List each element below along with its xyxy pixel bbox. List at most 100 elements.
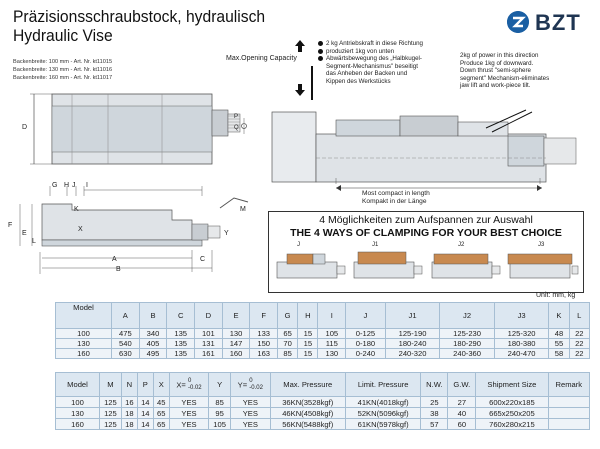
dim-p-label: P xyxy=(234,114,239,120)
dim-b-label: B xyxy=(116,266,121,273)
table-header-cell: Model xyxy=(55,302,112,329)
table-cell: 85 xyxy=(208,396,232,408)
table-cell: 150 xyxy=(249,338,279,349)
table-cell: 160 xyxy=(55,348,112,359)
table-header-cell: N.W. xyxy=(420,372,449,397)
table-cell xyxy=(547,407,591,419)
table-cell: 18 xyxy=(120,418,138,430)
table-header-cell: H xyxy=(297,302,319,329)
table-header-cell: Model xyxy=(55,372,100,397)
table-cell: 130 xyxy=(221,328,251,339)
notes-german: 2 kg Antriebskraft in diese Richtung pro… xyxy=(318,40,448,86)
jaw-width-list: Backenbreite: 100 mm - Art. Nr. kt11015 … xyxy=(13,58,143,82)
table-cell: 240-320 xyxy=(384,348,441,359)
max-opening-capacity-label: Max.Opening Capacity xyxy=(226,55,297,62)
clamp-j-drawing xyxy=(276,253,346,279)
dim-d-label: D xyxy=(22,124,28,131)
vise-section-drawing xyxy=(271,109,577,184)
clamping-title-english: THE 4 WAYS OF CLAMPING FOR YOUR BEST CHO… xyxy=(290,227,562,239)
table-header-cell: L xyxy=(568,302,591,329)
table-header-row: Model A B C D E F G H I J J1 J2 J3 K L xyxy=(55,302,591,329)
table-cell: 105 xyxy=(317,328,347,339)
table-header-cell: P xyxy=(136,372,154,397)
table-cell: 0-240 xyxy=(345,348,386,359)
table-cell: 115 xyxy=(317,338,347,349)
direction-arrows-icon xyxy=(295,40,305,96)
table-cell: 101 xyxy=(194,328,223,339)
jaw-width-160: Backenbreite: 160 mm - Art. Nr. kt11017 xyxy=(13,75,113,81)
table-header-cell: G xyxy=(277,302,299,329)
dim-g-label: G xyxy=(52,182,58,189)
table-header-row: Model M N P X X= 0 -0.02 Y Y= 0 -0.02 Ma… xyxy=(55,372,591,397)
table-cell: 14 xyxy=(136,407,154,419)
table-cell: 46KN(4508kgf) xyxy=(269,407,346,419)
table-cell: 14 xyxy=(136,418,154,430)
table-cell: 130 xyxy=(317,348,347,359)
clamp-j3-drawing xyxy=(507,253,579,279)
table-cell: 15 xyxy=(297,328,319,339)
table-header-cell: B xyxy=(138,302,168,329)
dim-q-label: Q xyxy=(234,125,239,131)
table-header-cell: J3 xyxy=(493,302,550,329)
table-cell: 61KN(5978kgf) xyxy=(344,418,422,430)
table-header-cell: Limit. Pressure xyxy=(344,372,422,397)
table-cell: 100 xyxy=(55,396,100,408)
note-en-2: Produce 1kg of downward. xyxy=(460,59,534,67)
clamp-j1-drawing xyxy=(353,251,423,279)
table-cell: 163 xyxy=(249,348,279,359)
table-cell: 58 xyxy=(548,348,570,359)
dim-l-label: L xyxy=(32,238,36,245)
table-header-cell: Y xyxy=(208,372,232,397)
dim-k-label: K xyxy=(74,206,79,213)
title-english: Hydraulic Vise xyxy=(13,26,113,45)
vise-side-view-drawing xyxy=(19,186,249,274)
table-cell: YES xyxy=(168,396,210,408)
compact-length-arrow xyxy=(336,185,542,191)
table-cell: 160 xyxy=(221,348,251,359)
table-header-cell: D xyxy=(194,302,223,329)
clamp-j2-drawing xyxy=(431,253,501,279)
table-cell: 600x220x185 xyxy=(475,396,549,408)
table-header-cell: M xyxy=(99,372,122,397)
table-header-cell: C xyxy=(166,302,196,329)
table-cell: 85 xyxy=(277,348,299,359)
dim-a-label: A xyxy=(112,256,117,263)
table-cell: 22 xyxy=(568,328,591,339)
note-de-4: Segment-Mechanismus" beseitigt xyxy=(326,62,418,70)
table-header-cell: G.W. xyxy=(447,372,477,397)
dim-i-label: I xyxy=(86,182,88,189)
clamp-label-j: J xyxy=(297,242,300,248)
notes-english: 2kg of power in this direction Produce 1… xyxy=(452,52,587,90)
table-cell: 56KN(5488kgf) xyxy=(269,418,346,430)
table-cell: 36KN(3528kgf) xyxy=(269,396,346,408)
table-cell xyxy=(547,418,591,430)
table-cell: 125-230 xyxy=(439,328,495,339)
table-cell: 18 xyxy=(120,407,138,419)
table-cell: 125 xyxy=(99,418,122,430)
table-cell: 65 xyxy=(152,418,170,430)
table-cell: 0-180 xyxy=(345,338,386,349)
table-cell: 161 xyxy=(194,348,223,359)
note-de-6: Kippen des Werkstücks xyxy=(326,77,391,85)
table-cell: 495 xyxy=(138,348,168,359)
dim-f-label: F xyxy=(8,222,13,229)
table-header-cell-y-tolerance: Y= 0 -0.02 xyxy=(230,372,271,397)
table-cell xyxy=(547,396,591,408)
table-cell: 48 xyxy=(548,328,570,339)
table-header-cell: X xyxy=(152,372,170,397)
compact-en: Most compact in length xyxy=(362,190,430,197)
unit-label: Unit: mm, kg xyxy=(536,292,576,299)
table-cell: 240-360 xyxy=(439,348,495,359)
table-cell: 125-320 xyxy=(493,328,550,339)
table-header-cell: I xyxy=(317,302,347,329)
table-cell: 15 xyxy=(297,338,319,349)
table-cell: 240-470 xyxy=(493,348,550,359)
note-en-3: Down thrust "semi-sphere xyxy=(460,67,531,75)
table-cell: 475 xyxy=(111,328,140,339)
spec-table-dimensions: Model A B C D E F G H I J J1 J2 J3 K L 1… xyxy=(55,302,591,359)
table-header-cell: Max. Pressure xyxy=(269,372,346,397)
